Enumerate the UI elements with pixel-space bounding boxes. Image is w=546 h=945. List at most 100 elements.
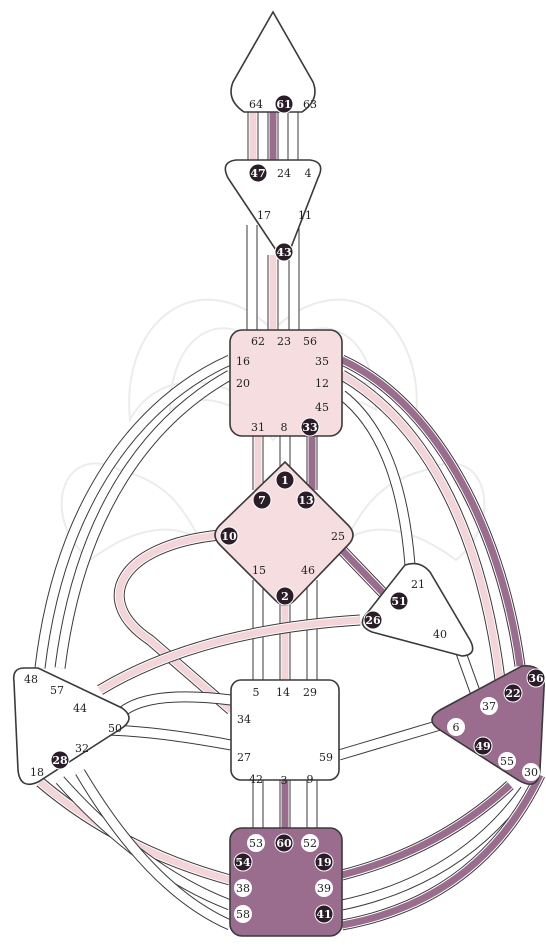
gate-marker — [315, 879, 333, 897]
gate-50: 50 — [108, 722, 122, 735]
gate-number: 8 — [281, 421, 288, 434]
channel-body — [55, 371, 233, 669]
gate-55: 55 — [498, 752, 516, 770]
gate-8: 8 — [281, 421, 288, 434]
gate-number: 5 — [253, 686, 260, 699]
gate-number: 64 — [249, 98, 263, 111]
gate-number: 38 — [236, 882, 250, 895]
gate-marker-active — [274, 242, 294, 262]
gate-number: 4 — [305, 167, 312, 180]
gate-number: 53 — [249, 837, 263, 850]
gate-marker-active — [503, 683, 523, 703]
gate-marker — [234, 905, 252, 923]
gate-number: 47 — [250, 167, 265, 180]
gate-4: 4 — [305, 167, 312, 180]
center-head — [230, 10, 316, 113]
gate-62: 62 — [251, 335, 265, 348]
channel-fill — [337, 545, 388, 598]
gate-marker-active — [296, 490, 316, 510]
gate-number: 52 — [303, 837, 317, 850]
channel-body — [337, 720, 442, 760]
gate-number: 21 — [411, 578, 425, 591]
gate-number: 35 — [315, 355, 329, 368]
gate-number: 17 — [257, 209, 271, 222]
gate-number: 59 — [319, 751, 333, 764]
channel-body — [119, 692, 232, 716]
gate-marker-active — [219, 526, 239, 546]
channel-body — [339, 391, 415, 566]
gate-59: 59 — [319, 751, 333, 764]
center-sacral — [230, 679, 340, 781]
gate-25: 25 — [331, 530, 345, 543]
gate-44: 44 — [73, 702, 87, 715]
gate-18: 18 — [30, 766, 44, 779]
gate-marker-active — [300, 417, 320, 437]
gate-19: 19 — [314, 852, 334, 872]
gate-48: 48 — [24, 673, 38, 686]
center-heart — [361, 562, 474, 657]
gate-number: 11 — [298, 209, 312, 222]
gate-number: 6 — [453, 721, 460, 734]
centers-layer — [12, 10, 545, 937]
gate-17: 17 — [257, 209, 271, 222]
gate-number: 28 — [52, 754, 68, 767]
gate-number: 25 — [331, 530, 345, 543]
gate-number: 10 — [221, 530, 237, 543]
gate-number: 37 — [482, 700, 496, 713]
gate-28: 28 — [50, 750, 70, 770]
gate-15: 15 — [252, 564, 266, 577]
gate-36: 36 — [526, 668, 546, 688]
gate-9: 9 — [307, 773, 314, 786]
gate-24: 24 — [277, 167, 291, 180]
gate-22: 22 — [503, 683, 523, 703]
gate-marker-active — [274, 94, 294, 114]
gate-number: 14 — [276, 686, 290, 699]
gate-number: 1 — [281, 474, 289, 487]
gate-marker — [480, 697, 498, 715]
gate-16: 16 — [236, 355, 250, 368]
gate-63: 63 — [303, 98, 317, 111]
gate-marker-active — [252, 490, 272, 510]
gate-38: 38 — [234, 879, 252, 897]
gate-37: 37 — [480, 697, 498, 715]
gate-marker — [247, 834, 265, 852]
gate-number: 55 — [500, 755, 514, 768]
gate-54: 54 — [233, 852, 253, 872]
gate-47: 47 — [248, 163, 268, 183]
gate-13: 13 — [296, 490, 316, 510]
gate-number: 31 — [251, 421, 265, 434]
gate-number: 16 — [236, 355, 250, 368]
gate-number: 62 — [251, 335, 265, 348]
gate-14: 14 — [276, 686, 290, 699]
gate-39: 39 — [315, 879, 333, 897]
gate-23: 23 — [277, 335, 291, 348]
gate-61: 61 — [274, 94, 294, 114]
gate-number: 54 — [235, 856, 251, 869]
gate-marker-active — [274, 833, 294, 853]
gate-number: 41 — [316, 908, 331, 921]
gate-number: 63 — [303, 98, 317, 111]
gate-34: 34 — [237, 713, 251, 726]
gate-64: 64 — [249, 98, 263, 111]
gate-marker — [498, 752, 516, 770]
gate-marker-active — [50, 750, 70, 770]
gate-7: 7 — [252, 490, 272, 510]
gate-number: 13 — [298, 494, 313, 507]
gate-number: 33 — [302, 421, 317, 434]
gate-33: 33 — [300, 417, 320, 437]
gate-number: 49 — [475, 740, 490, 753]
gate-marker-active — [248, 163, 268, 183]
gate-1: 1 — [275, 470, 295, 490]
gate-number: 19 — [316, 856, 331, 869]
gate-21: 21 — [411, 578, 425, 591]
gate-35: 35 — [315, 355, 329, 368]
gate-number: 48 — [24, 673, 38, 686]
gate-number: 34 — [237, 713, 251, 726]
gate-number: 9 — [307, 773, 314, 786]
gate-number: 56 — [303, 335, 317, 348]
gate-marker-active — [389, 591, 409, 611]
channel-outline — [55, 776, 232, 911]
gate-27: 27 — [237, 751, 251, 764]
